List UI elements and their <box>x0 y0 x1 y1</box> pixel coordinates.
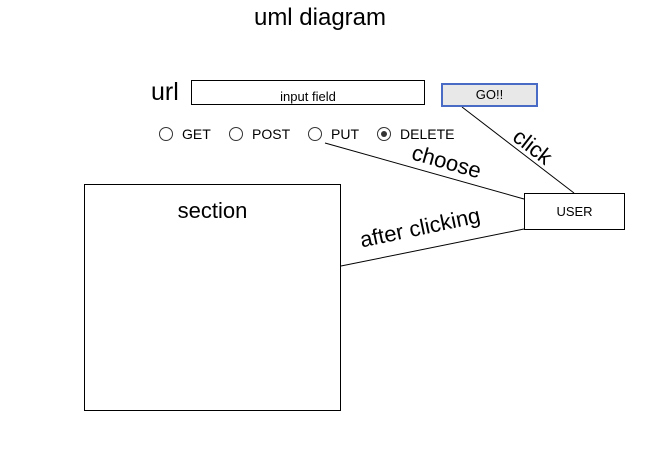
after-clicking-connector <box>340 228 525 267</box>
radio-put-circle-icon[interactable] <box>308 127 322 141</box>
radio-delete-checked-circle-icon[interactable] <box>377 127 391 141</box>
radio-post-label: POST <box>252 126 291 142</box>
radio-post-circle-icon[interactable] <box>229 127 243 141</box>
radio-delete[interactable]: DELETE <box>377 125 454 143</box>
section-label: section <box>177 198 248 223</box>
radio-put-label: PUT <box>331 126 359 142</box>
radio-delete-label: DELETE <box>400 126 455 142</box>
radio-get-label: GET <box>182 126 211 142</box>
url-label: url <box>151 78 179 106</box>
click-connector <box>461 106 575 194</box>
url-input-field[interactable]: input field <box>191 80 425 105</box>
go-button[interactable]: GO!! <box>441 83 538 107</box>
choose-connector <box>324 142 525 200</box>
section-box <box>84 184 341 411</box>
radio-get-circle-icon[interactable] <box>159 127 173 141</box>
user-actor-box: USER <box>524 193 625 230</box>
radio-put[interactable]: PUT <box>308 125 359 143</box>
radio-get[interactable]: GET <box>159 125 211 143</box>
radio-post[interactable]: POST <box>229 125 290 143</box>
diagram-title: uml diagram <box>253 4 387 31</box>
